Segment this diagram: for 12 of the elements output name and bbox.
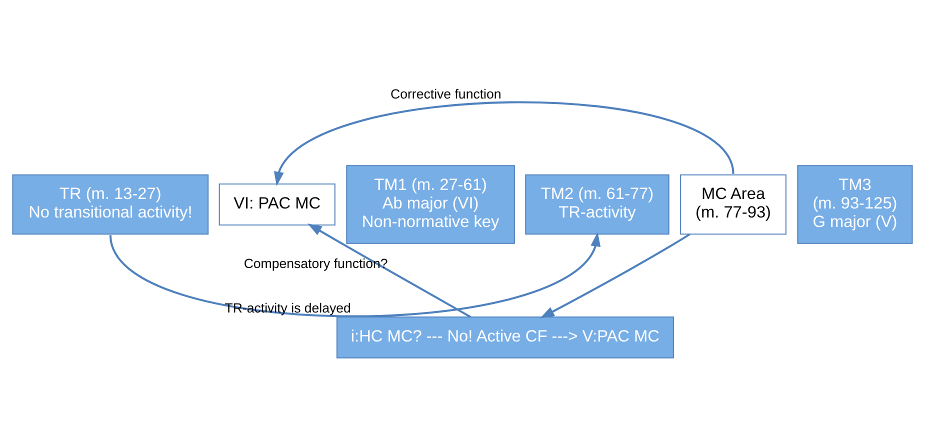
arrow: [540, 232, 690, 318]
arrow: [274, 100, 734, 186]
arrow: [109, 232, 601, 317]
node-box: TM2 (m. 61-77) TR-activity: [525, 174, 670, 234]
node-box: MC Area (m. 77-93): [680, 174, 786, 234]
edge-label: Corrective function: [390, 86, 502, 102]
node-box: VI: PAC MC: [218, 183, 336, 225]
node-box: TM3 (m. 93-125) G major (V): [797, 164, 913, 244]
node-box: i:HC MC? --- No! Active CF ---> V:PAC MC: [336, 316, 674, 358]
node-box: TM1 (m. 27-61) Ab major (VI) Non-normative key: [346, 164, 515, 244]
arrow: [308, 222, 472, 318]
node-box: TR (m. 13-27) No transitional activity!: [12, 174, 209, 234]
